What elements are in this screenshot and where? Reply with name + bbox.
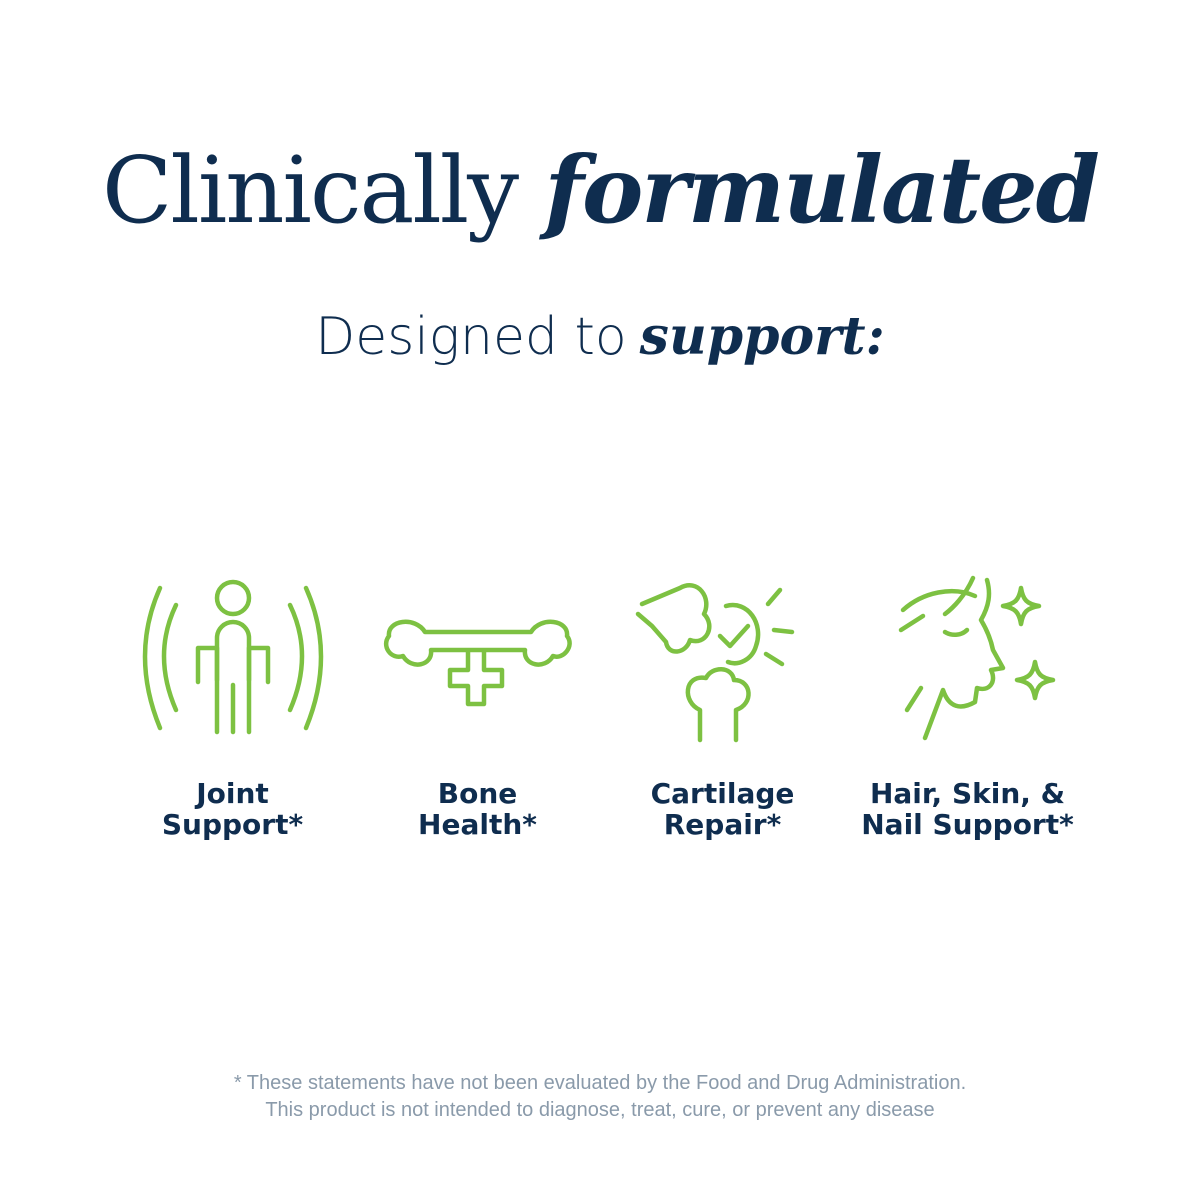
subheadline-plain: Designed to (315, 307, 627, 367)
feature-label: Cartilage Repair* (650, 777, 795, 841)
disclaimer-line-2: This product is not intended to diagnose… (265, 1099, 935, 1121)
headline: Clinically formulated (0, 137, 1200, 244)
features-row: Joint Support* Bone Health* Cartilage Re… (110, 570, 1090, 840)
feature-cartilage-repair: Cartilage Repair* (600, 570, 845, 840)
feature-label: Joint Support* (161, 777, 304, 841)
disclaimer-line-1: * These statements have not been evaluat… (233, 1072, 967, 1094)
bone-plus-icon (383, 619, 572, 707)
subheadline-emphasis: support: (639, 306, 885, 367)
person-radiating-icon (142, 579, 323, 735)
feature-hair-skin-nail: Hair, Skin, & Nail Support* (845, 570, 1090, 840)
subheadline: Designed to support: (0, 306, 1200, 367)
headline-plain: Clinically (102, 137, 519, 244)
feature-bone-health: Bone Health* (355, 570, 600, 840)
headline-emphasis: formulated (544, 136, 1100, 244)
disclaimer: * These statements have not been evaluat… (0, 1070, 1200, 1124)
feature-label: Bone Health* (418, 777, 537, 841)
face-sparkle-icon (898, 575, 1055, 741)
cartilage-joint-icon (635, 583, 794, 743)
feature-label: Hair, Skin, & Nail Support* (861, 777, 1074, 841)
feature-joint-support: Joint Support* (110, 570, 355, 840)
